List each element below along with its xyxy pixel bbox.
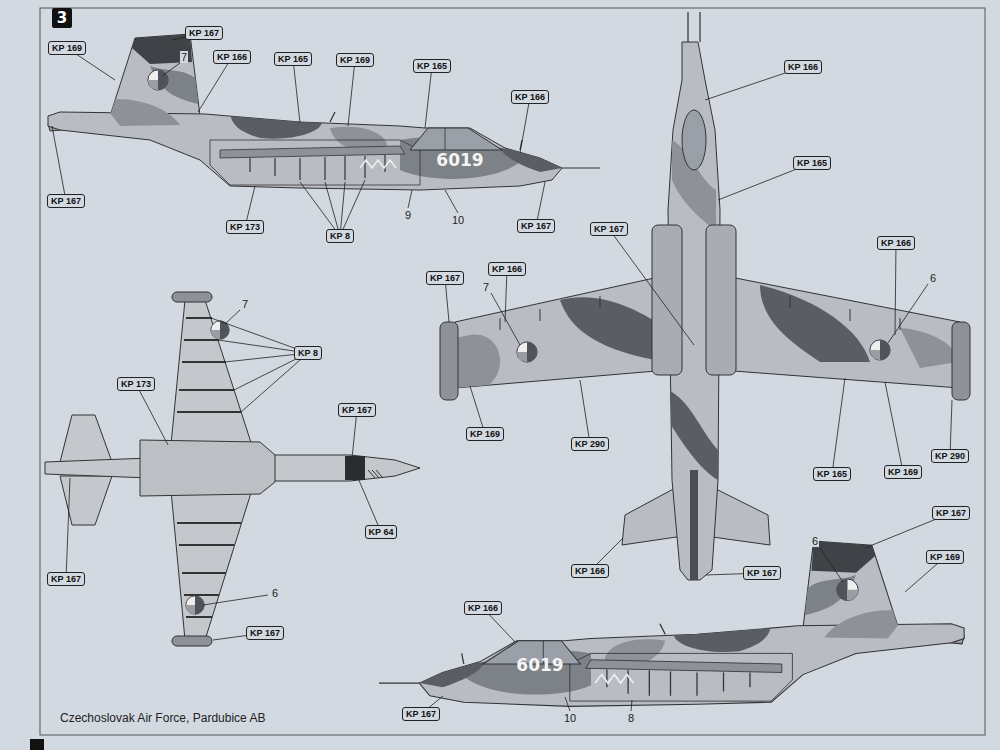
callout-box: KP 167 [426, 271, 464, 285]
paint-code: KP 167 [250, 628, 280, 638]
callout-box: KP 165 [813, 467, 851, 481]
paint-code: KP 8 [298, 348, 318, 358]
paint-code: KP 167 [51, 574, 81, 584]
paint-code: KP 167 [342, 405, 372, 415]
paint-code: KP 169 [470, 429, 500, 439]
side-view [48, 34, 600, 190]
callout-box: KP 8 [326, 229, 354, 243]
callout-box: KP 166 [488, 262, 526, 276]
paint-code: KP 166 [515, 92, 545, 102]
callout-box: KP 173 [117, 377, 155, 391]
paint-code: KP 166 [575, 566, 605, 576]
paint-code: KP 169 [52, 43, 82, 53]
callout-box: KP 169 [926, 550, 964, 564]
callout-box: KP 166 [784, 60, 822, 74]
callout-box: KP 165 [413, 59, 451, 73]
callout-box: KP 167 [402, 707, 440, 721]
paint-code: KP 167 [594, 224, 624, 234]
callout-number: 10 [451, 214, 465, 226]
bottom-view [45, 292, 420, 646]
callout-box: KP 8 [294, 346, 322, 360]
top-view [440, 12, 970, 580]
paint-code: KP 64 [369, 527, 394, 537]
section-number: 3 [57, 9, 67, 27]
callout-box: KP 167 [246, 626, 284, 640]
caption: Czechoslovak Air Force, Pardubice AB [60, 711, 265, 725]
paint-code: KP 167 [521, 221, 551, 231]
paint-code: KP 167 [936, 508, 966, 518]
side-view-mirrored [379, 541, 964, 706]
callout-number: 7 [482, 281, 490, 293]
paint-code: KP 165 [278, 54, 308, 64]
callout-number: 6 [929, 272, 937, 284]
callout-box: KP 167 [743, 566, 781, 580]
paint-code: KP 169 [930, 552, 960, 562]
paint-code: KP 166 [492, 264, 522, 274]
leader-lines [52, 33, 952, 714]
callout-box: KP 165 [793, 156, 831, 170]
section-badge: 3 [52, 8, 72, 28]
callout-number: 6 [271, 587, 279, 599]
callout-box: KP 173 [226, 220, 264, 234]
paint-code: KP 166 [788, 62, 818, 72]
callout-box: KP 169 [336, 53, 374, 67]
paint-code: KP 167 [406, 709, 436, 719]
callout-box: KP 290 [571, 437, 609, 451]
paint-code: KP 165 [817, 469, 847, 479]
callout-box: KP 166 [213, 50, 251, 64]
paint-code: KP 173 [121, 379, 151, 389]
paint-code: KP 167 [747, 568, 777, 578]
sheet-frame [40, 8, 985, 735]
callout-box: KP 166 [464, 601, 502, 615]
callout-box: KP 167 [47, 194, 85, 208]
paint-code: KP 290 [935, 451, 965, 461]
callout-box: KP 167 [932, 506, 970, 520]
callout-number: 7 [180, 51, 188, 63]
callout-box: KP 169 [884, 465, 922, 479]
callout-box: KP 169 [48, 41, 86, 55]
paint-code: KP 8 [330, 231, 350, 241]
callout-box: KP 167 [47, 572, 85, 586]
next-badge [30, 739, 44, 750]
paint-code: KP 166 [881, 238, 911, 248]
serial-number: 6019 [435, 150, 484, 170]
callout-box: KP 169 [466, 427, 504, 441]
paint-code: KP 167 [51, 196, 81, 206]
callout-box: KP 166 [511, 90, 549, 104]
callout-box: KP 167 [338, 403, 376, 417]
paint-code: KP 167 [189, 28, 219, 38]
paint-code: KP 166 [217, 52, 247, 62]
callout-box: KP 167 [590, 222, 628, 236]
paint-code: KP 166 [468, 603, 498, 613]
paint-code: KP 169 [340, 55, 370, 65]
paint-code: KP 165 [797, 158, 827, 168]
paint-code: KP 169 [888, 467, 918, 477]
callout-box: KP 290 [931, 449, 969, 463]
callout-box: KP 167 [185, 26, 223, 40]
callout-box: KP 64 [365, 525, 398, 539]
paint-code: KP 290 [575, 439, 605, 449]
callout-number: 10 [563, 712, 577, 724]
serial-number: 6019 [515, 655, 564, 675]
callout-box: KP 167 [517, 219, 555, 233]
callout-number: 7 [241, 298, 249, 310]
callout-number: 8 [627, 712, 635, 724]
callout-box: KP 165 [274, 52, 312, 66]
paint-code: KP 173 [230, 222, 260, 232]
paint-code: KP 167 [430, 273, 460, 283]
callout-box: KP 166 [571, 564, 609, 578]
paint-code: KP 165 [417, 61, 447, 71]
callout-number: 6 [811, 535, 819, 547]
callout-box: KP 166 [877, 236, 915, 250]
callout-number: 9 [404, 209, 412, 221]
